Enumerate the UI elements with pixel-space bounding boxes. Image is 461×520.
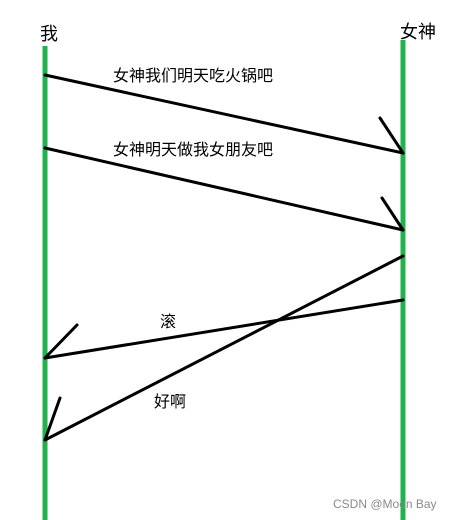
message-1-label: 女神我们明天吃火锅吧 (113, 66, 274, 85)
message-3-label: 滚 (160, 312, 177, 331)
message-1-arrow (43, 73, 405, 155)
message-4-label: 好啊 (154, 392, 187, 411)
message-4-arrow (43, 254, 405, 442)
participant-me-label: 我 (40, 24, 58, 45)
message-3-arrow (43, 298, 405, 360)
message-2-arrow (43, 146, 405, 232)
participant-goddess-label: 女神 (400, 22, 436, 43)
watermark-text: CSDN @Moon Bay (333, 497, 437, 511)
message-2-label: 女神明天做我女朋友吧 (113, 140, 274, 159)
